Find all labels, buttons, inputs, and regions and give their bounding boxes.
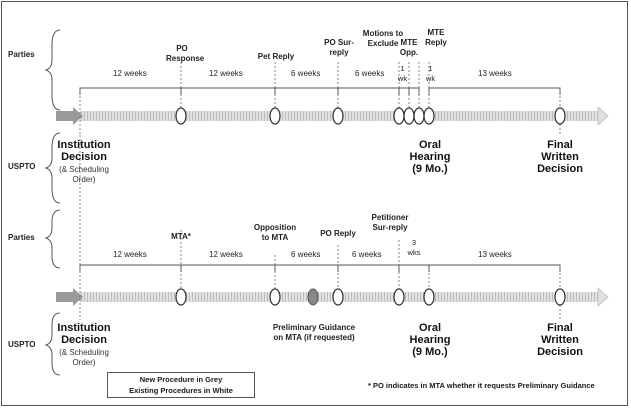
top-duration-3: 6 weeks: [291, 69, 321, 78]
top-duration-1: 12 weeks: [113, 69, 147, 78]
bottom-start-arrow-body: [56, 292, 74, 302]
bottom-mta-label: MTA*: [171, 232, 191, 241]
top-start-arrow-head: [73, 107, 83, 125]
uspto-brace-top: [44, 132, 61, 204]
bottom-duration-6: 13 weeks: [478, 250, 512, 259]
bottom-bracket-2: [180, 264, 276, 272]
bottom-parties-label: Parties: [8, 233, 35, 242]
top-timeline-arrow-right: [597, 105, 609, 127]
bottom-event-opposition: [269, 288, 281, 306]
top-mte-reply-label: MTE Reply: [425, 28, 447, 47]
bottom-event-po-reply: [332, 288, 344, 306]
bottom-event-mta: [175, 288, 187, 306]
top-duration-6: 1 wk: [425, 64, 436, 83]
top-uspto-label: USPTO: [8, 162, 36, 171]
legend-box: New Procedure in Grey Existing Procedure…: [107, 372, 255, 398]
bottom-duration-3: 6 weeks: [291, 250, 321, 259]
top-event-final: [554, 107, 566, 125]
top-event-pet-reply: [269, 107, 281, 125]
legend-new-procedure: New Procedure in Grey: [139, 375, 223, 384]
bottom-duration-5: 3 wks: [407, 238, 421, 257]
bottom-oral-hearing: Oral Hearing (9 Mo.): [409, 322, 451, 358]
top-event-mte-reply: [413, 107, 425, 125]
top-bracket-5: [398, 87, 410, 95]
top-bracket-1: [79, 87, 182, 95]
top-duration-7: 13 weeks: [478, 69, 512, 78]
bottom-bracket-5: [398, 264, 430, 272]
top-event-mte: [393, 107, 405, 125]
bottom-event-oral-hearing: [423, 288, 435, 306]
bottom-event-preliminary-guidance: [307, 288, 319, 306]
top-institution-decision: Institution Decision: [57, 139, 111, 163]
top-pet-reply-label: Pet Reply: [257, 52, 295, 61]
top-event-mte-opp: [403, 107, 415, 125]
top-event-oral-hearing: [423, 107, 435, 125]
top-event-po-sur-reply: [332, 107, 344, 125]
top-oral-hearing: Oral Hearing (9 Mo.): [409, 139, 451, 175]
bottom-bracket-1: [79, 264, 182, 272]
top-duration-5: 1 wk: [397, 64, 408, 83]
bottom-final-decision: Final Written Decision: [537, 322, 583, 358]
footnote: * PO indicates in MTA whether it request…: [368, 381, 595, 390]
top-start-arrow-body: [56, 111, 74, 121]
bottom-po-reply-label: PO Reply: [320, 229, 356, 238]
uspto-brace-bottom: [44, 312, 61, 376]
bottom-duration-2: 12 weeks: [209, 250, 243, 259]
bottom-duration-4: 6 weeks: [352, 250, 382, 259]
top-parties-label: Parties: [8, 50, 35, 59]
top-po-sur-reply-label: PO Sur-reply: [324, 38, 354, 57]
top-bracket-3: [274, 87, 339, 95]
bottom-bracket-6: [428, 264, 561, 272]
parties-brace-bottom: [44, 209, 61, 269]
bottom-uspto-label: USPTO: [8, 340, 36, 349]
top-duration-2: 12 weeks: [209, 69, 243, 78]
top-final-decision: Final Written Decision: [537, 139, 583, 175]
bottom-scheduling-order: (& Scheduling Order): [59, 348, 109, 367]
bottom-timeline-arrow-right: [597, 286, 609, 308]
bottom-opposition-label: Opposition to MTA: [253, 223, 297, 242]
top-duration-4: 6 weeks: [355, 69, 385, 78]
bottom-bracket-3: [274, 264, 339, 272]
top-motions-label: Motions to Exclude: [362, 29, 404, 48]
bottom-event-final: [554, 288, 566, 306]
legend-existing-procedure: Existing Procedures in White: [129, 386, 233, 395]
bottom-duration-1: 12 weeks: [113, 250, 147, 259]
top-event-po-response: [175, 107, 187, 125]
bottom-bracket-4: [337, 264, 400, 272]
parties-brace-top: [44, 29, 61, 111]
top-scheduling-order: (& Scheduling Order): [59, 165, 109, 184]
top-mte-opp-label: MTE Opp.: [399, 38, 419, 57]
top-bracket-2: [180, 87, 276, 95]
bottom-start-arrow-head: [73, 288, 83, 306]
bottom-preliminary-guidance: Preliminary Guidance on MTA (if requeste…: [272, 323, 356, 342]
top-bracket-4: [337, 87, 400, 95]
bottom-institution-decision: Institution Decision: [57, 322, 111, 346]
top-bracket-6: [408, 87, 420, 95]
bottom-pet-sur-reply-label: Petitioner Sur-reply: [371, 213, 409, 232]
bottom-event-pet-sur-reply: [393, 288, 405, 306]
top-bracket-7: [428, 87, 561, 95]
top-po-response-label: PO Response: [166, 44, 205, 63]
